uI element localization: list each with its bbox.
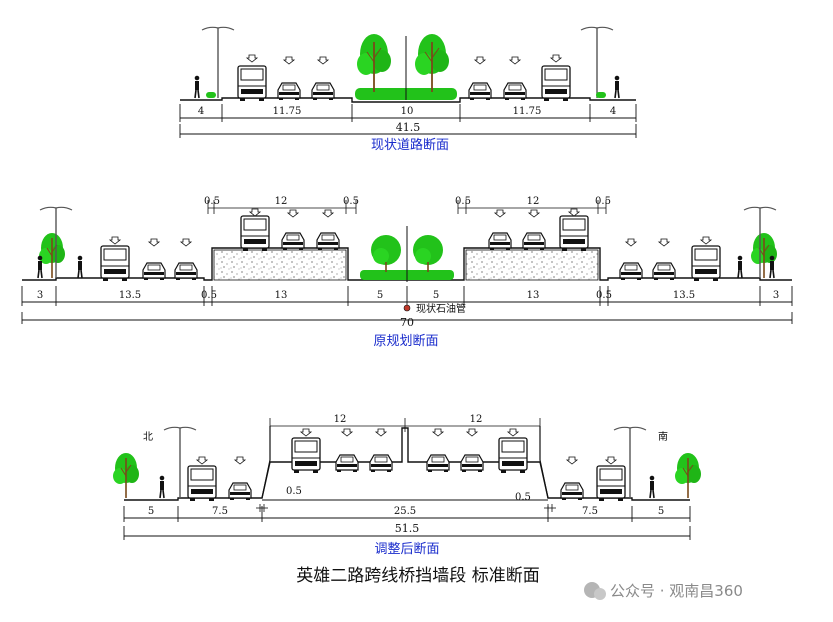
dim-original-total: 70 [400,316,414,329]
dim-adjusted-1: 7.5 [212,506,228,517]
dim-adjusted-offset-0: 0.5 [286,486,302,497]
dim-original-upper-4: 12 [527,196,540,207]
dim-adjusted-upper-0: 12 [334,414,347,425]
dim-original-2: 0.5 [201,290,217,301]
dim-original-3: 13 [275,290,288,301]
dim-original-upper-2: 0.5 [343,196,359,207]
dim-adjusted-upper-1: 12 [470,414,483,425]
dim-adjusted-4: 5 [658,506,664,517]
watermark: 公众号 · 观南昌360 [584,582,743,600]
dim-adjusted-2: 25.5 [394,506,416,517]
dim-original-9: 3 [773,290,779,301]
watermark-text: 公众号 · 观南昌360 [610,582,743,600]
dim-original-5: 5 [433,290,439,301]
section-current: 4 11.75 10 11.75 4 41.5 现状道路断面 [179,26,637,153]
pipe-label: 现状石油管 [416,302,466,315]
dim-current-4: 4 [610,106,616,117]
dim-original-1: 13.5 [119,290,141,301]
caption-current: 现状道路断面 [371,137,449,153]
dim-original-6: 13 [527,290,540,301]
dim-original-upper-0: 0.5 [204,196,220,207]
caption-adjusted: 调整后断面 [374,542,439,557]
dim-original-0: 3 [37,290,43,301]
dim-current-0: 4 [198,106,204,117]
main-title: 英雄二路跨线桥挡墙段 标准断面 [296,566,539,586]
dim-original-8: 13.5 [673,290,695,301]
dim-adjusted-0: 5 [148,506,154,517]
dim-original-7: 0.5 [596,290,612,301]
dim-current-2: 10 [401,106,414,117]
dim-current-total: 41.5 [396,121,421,134]
section-original: 0.5 12 0.5 0.5 12 0.5 3 13.5 0.5 13 5 5 … [21,196,793,349]
dim-adjusted-total: 51.5 [395,522,420,535]
south-label: 南 [658,430,668,443]
dim-adjusted-3: 7.5 [582,506,598,517]
dim-original-4: 5 [377,290,383,301]
dim-current-3: 11.75 [513,106,542,117]
dim-original-upper-5: 0.5 [595,196,611,207]
dim-original-upper-3: 0.5 [455,196,471,207]
dim-adjusted-offset-1: 0.5 [515,492,531,503]
dim-original-upper-1: 12 [275,196,288,207]
north-label: 北 [143,431,153,443]
dim-current-1: 11.75 [273,106,302,117]
caption-original: 原规划断面 [373,334,438,349]
oil-pipe-icon [403,304,411,312]
section-adjusted: 北 南 12 12 0.5 0.5 [112,414,702,557]
